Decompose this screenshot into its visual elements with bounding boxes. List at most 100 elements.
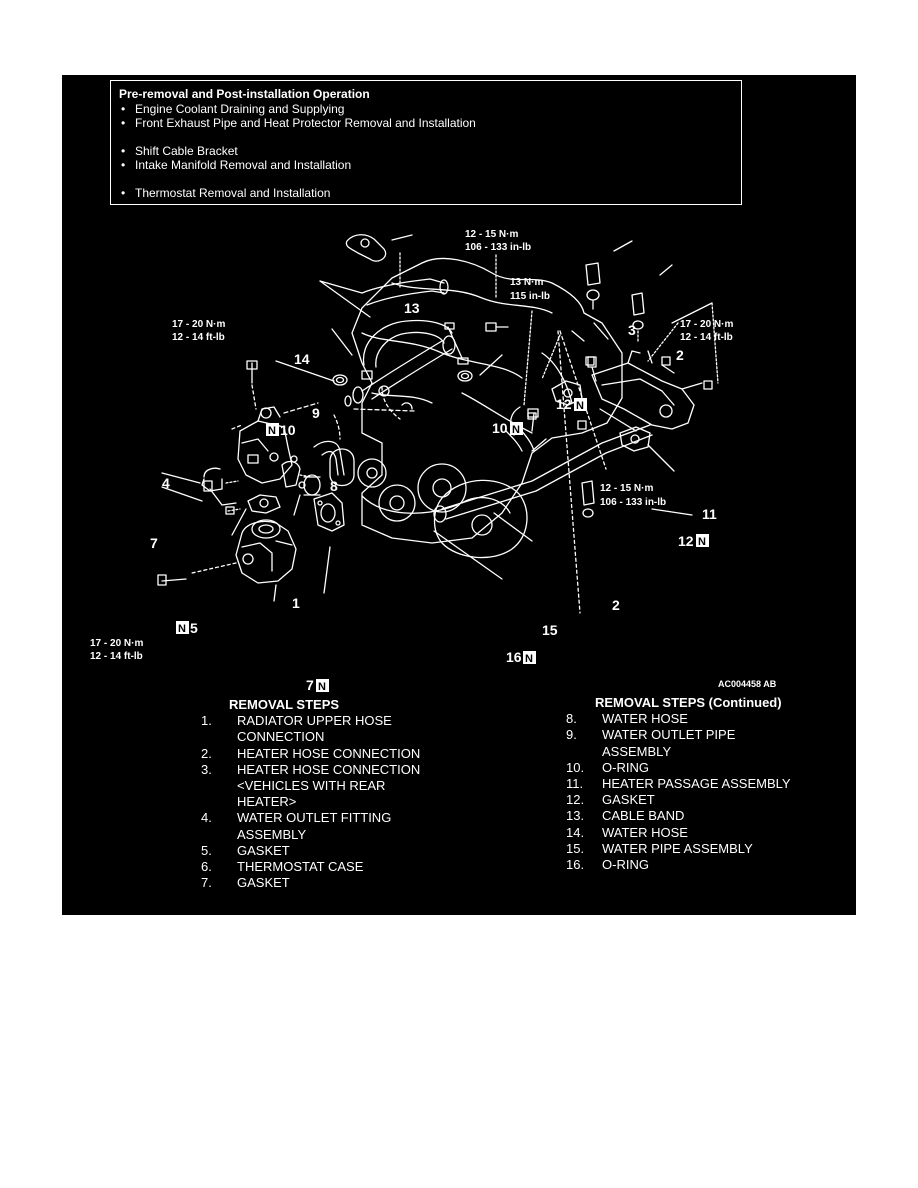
callout-2-upper: 2 [676, 347, 684, 363]
removal-step-row: 8. WATER HOSE [566, 711, 791, 727]
new-part-box [316, 679, 329, 692]
callout-12-lower: 12 [678, 533, 694, 549]
step-number [201, 729, 237, 745]
step-label: RADIATOR UPPER HOSE [237, 713, 392, 729]
figure-panel: Pre-removal and Post-installation Operat… [62, 75, 856, 915]
new-part-box [266, 423, 279, 436]
new-part-mark: N [512, 424, 520, 436]
removal-step-row: 16.O-RING [566, 857, 791, 873]
heater-hose-connection-3 [585, 262, 601, 310]
step-label: WATER HOSE [602, 824, 688, 840]
gasket-7-lower [313, 492, 345, 532]
step-label: WATER OUTLET FITTING [237, 810, 392, 826]
step-label: ASSEMBLY [237, 826, 307, 842]
operations-box: Pre-removal and Post-installation Operat… [110, 80, 742, 205]
torque-13-nm: 13 N·m [510, 277, 543, 288]
water-outlet-fitting-4 [231, 360, 319, 484]
removal-step-row: 2.HEATER HOSE CONNECTION [201, 746, 420, 762]
new-part-box [523, 651, 536, 664]
callout-10-right: 10 [492, 420, 508, 436]
callout-16: 16 [506, 649, 522, 665]
removal-steps-heading: REMOVAL STEPS [229, 697, 340, 712]
new-part-box [696, 534, 709, 547]
heater-hose-connection-1 [281, 460, 321, 496]
step-label: O-RING [602, 759, 649, 775]
removal-step-row: 15. WATER PIPE ASSEMBLY [566, 841, 791, 857]
step-number: 9. [566, 727, 577, 743]
callout-1: 1 [292, 595, 300, 611]
removal-step-row: ASSEMBLY [201, 827, 420, 843]
callout-4: 4 [162, 475, 170, 491]
removal-step-row: 4.WATER OUTLET FITTING [201, 810, 420, 826]
gasket-7-upper [201, 467, 239, 506]
torque-left-imperial: 12 - 14 ft-lb [172, 332, 225, 343]
torque-mid-imperial: 106 - 133 in-lb [600, 497, 666, 508]
heater-hose-connection-2-lower [581, 480, 595, 518]
step-number: 13. [566, 808, 585, 824]
thermostat-case-6 [157, 519, 297, 586]
torque-bottom-nm: 17 - 20 N·m [90, 638, 143, 649]
removal-steps-right: REMOVAL STEPS (Continued) 8. WATER HOSE 9.… [566, 695, 791, 873]
torque-specs: 12 - 15 N·m 106 - 133 in-lb 13 N·m 115 i… [90, 229, 777, 689]
removal-step-row: 12. GASKET [566, 792, 791, 808]
gasket-5 [225, 494, 281, 515]
callout-7-upper: 7 [150, 535, 158, 551]
step-number: 6. [201, 859, 212, 875]
step-number: 8. [566, 711, 577, 727]
callout-12-upper: 12 [556, 396, 572, 412]
callout-13: 13 [404, 300, 420, 316]
operations-list: Engine Coolant Draining and Supplying Fr… [119, 102, 733, 201]
operation-item: Front Exhaust Pipe and Heat Protector Re… [119, 116, 733, 131]
step-label: WATER OUTLET PIPE [602, 727, 736, 743]
new-part-callouts: N 10 10 N 12 N 12 N N 5 7 N 16 N [176, 396, 709, 693]
callout-15: 15 [542, 622, 558, 638]
step-number [201, 827, 237, 843]
step-label: THERMOSTAT CASE [237, 859, 364, 875]
new-part-box [510, 422, 523, 435]
torque-top-imperial: 106 - 133 in-lb [465, 242, 531, 253]
water-hose-8 [313, 414, 345, 476]
heater-passage-assembly-11 [587, 350, 703, 430]
removal-steps-continued-heading: REMOVAL STEPS (Continued) [595, 695, 782, 710]
operation-item: Intake Manifold Removal and Installation [119, 158, 733, 173]
step-label: WATER HOSE [602, 711, 688, 727]
torque-13-imperial: 115 in-lb [510, 291, 550, 302]
o-ring-10-right [457, 370, 473, 382]
operation-item: Thermostat Removal and Installation [119, 186, 733, 201]
step-number: 12. [566, 792, 585, 808]
step-label: HEATER PASSAGE ASSEMBLY [602, 776, 791, 792]
new-part-box [574, 398, 587, 411]
removal-step-row: 5.GASKET [201, 843, 420, 859]
step-number: 14. [566, 824, 585, 840]
step-number: 11. [566, 776, 584, 792]
callout-14: 14 [294, 351, 310, 367]
step-number: 7. [201, 875, 212, 891]
step-label: GASKET [602, 792, 655, 808]
callout-11: 11 [702, 506, 717, 522]
removal-step-row: 7.GASKET [201, 875, 420, 891]
cable-band-13 [345, 234, 387, 262]
new-part-mark: N [698, 536, 706, 548]
step-number [201, 778, 237, 794]
removal-step-row: 11. HEATER PASSAGE ASSEMBLY [566, 776, 791, 792]
step-number: 5. [201, 842, 212, 858]
step-label: HEATER> [237, 794, 297, 810]
new-part-mark: N [178, 623, 186, 635]
callout-9: 9 [312, 405, 320, 421]
step-number: 15. [566, 840, 585, 856]
new-part-box [176, 621, 189, 634]
figure-code: AC004458 AB [718, 679, 777, 689]
step-label: WATER PIPE ASSEMBLY [602, 840, 753, 856]
step-number [201, 794, 237, 810]
step-label: CONNECTION [237, 729, 325, 745]
removal-step-row: CONNECTION [201, 729, 420, 745]
torque-left-nm: 17 - 20 N·m [172, 319, 225, 330]
flywheel-housing [433, 479, 528, 559]
removal-step-row: ASSEMBLY [566, 744, 791, 760]
step-label: O-RING [602, 857, 649, 873]
exploded-parts-diagram: 13 14 9 3 2 4 8 7 1 11 15 2 6 N 10 10 N … [90, 229, 777, 693]
torque-right-imperial: 12 - 14 ft-lb [680, 332, 733, 343]
